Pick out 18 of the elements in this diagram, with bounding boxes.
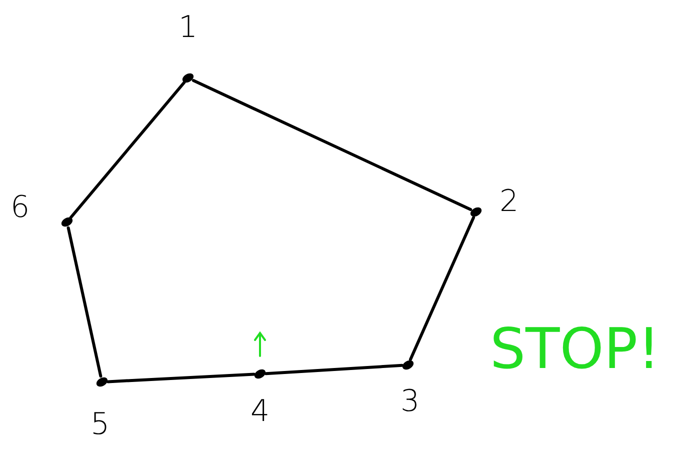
- vertex-dot: [400, 358, 416, 372]
- vertex-dot: [180, 72, 196, 84]
- vertex-number: 4: [250, 397, 270, 427]
- polygon-edge: [69, 81, 186, 219]
- stop-note: STOP!: [490, 318, 660, 382]
- polygon-edge: [192, 79, 472, 211]
- polygon-edge: [264, 364, 404, 376]
- vertex-number: 5: [90, 410, 110, 440]
- vertex-dot: [60, 216, 74, 228]
- polygon-edge: [106, 372, 256, 384]
- polygon-edge: [408, 216, 476, 362]
- vertex-dot: [468, 206, 484, 218]
- vertex-number: 6: [10, 193, 30, 223]
- vertex-number: 1: [178, 13, 198, 43]
- vertex-number: 2: [499, 187, 519, 217]
- vertex-dot: [94, 376, 110, 388]
- polygon-edge: [66, 226, 102, 378]
- vertex-number: 3: [400, 387, 420, 417]
